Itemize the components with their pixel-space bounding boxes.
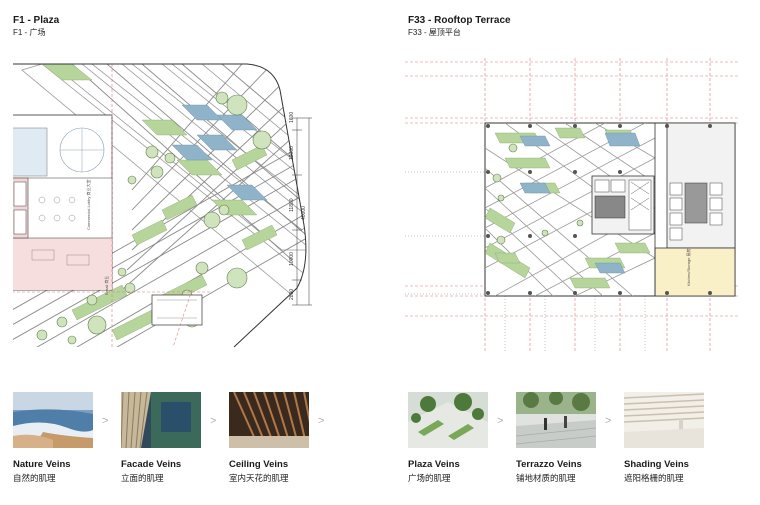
nature-veins-label: Nature Veins: [13, 459, 71, 470]
retail-label: Retail 商业: [103, 276, 109, 295]
kitchen-zone: [654, 247, 736, 297]
commercial-lobby-label: Commercial Lobby 商业大堂: [85, 180, 91, 230]
dimension-11800: 11800: [289, 198, 295, 212]
ceiling-veins-label: Ceiling Veins: [229, 459, 289, 470]
rooftop-floor-plan: Kitchen/Storage 厨房: [405, 58, 740, 353]
chevron-right-icon: >: [605, 415, 612, 427]
nature-veins-image: [13, 392, 93, 448]
dimension-string: [292, 117, 312, 306]
dimension-10000: 10000: [289, 252, 295, 266]
roof-paving-pattern: [485, 123, 655, 296]
atrium-glazing: [13, 127, 48, 177]
plaza-veins-image: [408, 392, 488, 448]
grid-lines: [13, 64, 212, 347]
shading-veins-image: [624, 392, 704, 448]
plaza-veins-label: Plaza Veins: [408, 459, 460, 470]
dimension-2800: 2800: [289, 289, 295, 300]
dimension-12000: 12000: [289, 146, 295, 160]
ceiling-veins-image: [229, 392, 309, 448]
ceiling-veins-label-zh: 室内天花的肌理: [229, 473, 289, 483]
entrance-canopy: [151, 294, 203, 326]
left-panel-title: F1 - Plaza: [13, 15, 60, 26]
retail-zone: [13, 235, 112, 290]
chevron-right-icon: >: [318, 415, 325, 427]
chevron-right-icon: >: [497, 415, 504, 427]
water-features: [171, 104, 268, 201]
left-panel-subtitle: F1 - 广场: [13, 28, 46, 37]
terrazzo-veins-label-zh: 铺地材质的肌理: [516, 473, 576, 483]
facade-veins-label-zh: 立面的肌理: [121, 473, 164, 483]
facade-veins-image: [121, 392, 201, 448]
roof-water-features: [519, 132, 641, 274]
site-boundary: [13, 63, 307, 348]
plaza-paving-pattern: Commercial Lobby 商业大堂 Retail 商业: [13, 64, 306, 347]
trees: [36, 91, 272, 345]
dimension-40000: 40000: [301, 206, 307, 220]
kitchen-label: Kitchen/Storage 厨房: [685, 248, 691, 286]
plaza-veins-label-zh: 广场的肌理: [408, 473, 451, 483]
column-markers: [486, 124, 712, 295]
terrazzo-veins-label: Terrazzo Veins: [516, 459, 582, 470]
roof-trees: [492, 143, 584, 245]
chevron-right-icon: >: [102, 415, 109, 427]
terrazzo-veins-image: [516, 392, 596, 448]
grid-lines-dotted: [405, 171, 646, 353]
dimension-1600: 1600: [289, 112, 295, 123]
shading-veins-label: Shading Veins: [624, 459, 689, 470]
right-panel-subtitle: F33 - 屋顶平台: [408, 28, 461, 37]
right-panel-title: F33 - Rooftop Terrace: [408, 15, 511, 26]
shading-veins-label-zh: 遮阳格栅的肌理: [624, 473, 684, 483]
nature-veins-label-zh: 自然的肌理: [13, 473, 56, 483]
chevron-right-icon: >: [210, 415, 217, 427]
facade-veins-label: Facade Veins: [121, 459, 182, 470]
plaza-floor-plan: Commercial Lobby 商业大堂 Retail 商业 1600 120…: [13, 63, 312, 348]
